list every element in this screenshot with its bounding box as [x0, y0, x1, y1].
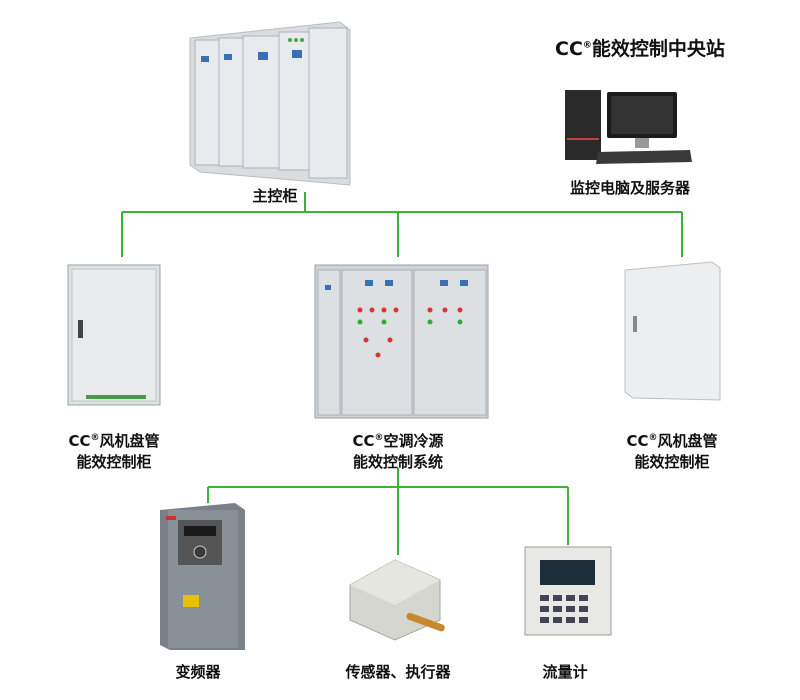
chiller-system-image [314, 264, 489, 419]
fcu-left-label: CC®风机盘管 能效控制柜 [68, 428, 159, 473]
label-line1: 风机盘管 [657, 432, 718, 450]
registered-mark: ® [90, 433, 100, 443]
sensor-image [349, 559, 445, 641]
label-line1: 空调冷源 [383, 432, 444, 450]
label-line2: 能效控制柜 [634, 453, 710, 471]
prefix: CC [68, 432, 91, 450]
title-prefix: CC [555, 38, 583, 60]
label-line2: 能效控制系统 [352, 453, 444, 471]
prefix: CC [626, 432, 649, 450]
main-cabinet-label: 主控柜 [252, 187, 298, 205]
registered-mark: ® [648, 433, 658, 443]
flowmeter-image [524, 546, 612, 636]
monitor-pc-image [565, 90, 692, 164]
fcu-left-cabinet-image [67, 264, 161, 406]
monitor-pc-label: 监控电脑及服务器 [569, 179, 691, 197]
registered-mark: ® [582, 40, 592, 51]
fcu-right-label: CC®风机盘管 能效控制柜 [626, 428, 717, 473]
chiller-label: CC®空调冷源 能效控制系统 [352, 428, 443, 473]
sensor-label: 传感器、执行器 [345, 663, 451, 681]
diagram-title: CC®能效控制中央站 [555, 34, 725, 61]
main-cabinet-image [189, 21, 351, 186]
registered-mark: ® [374, 433, 384, 443]
inverter-label: 变频器 [175, 663, 221, 681]
label-line2: 能效控制柜 [76, 453, 152, 471]
flowmeter-label: 流量计 [542, 663, 588, 681]
inverter-image [160, 503, 245, 650]
title-text: 能效控制中央站 [591, 38, 725, 60]
fcu-right-cabinet-image [624, 261, 721, 401]
connector-lines [121, 192, 683, 555]
connector-chiller-to-tier3 [207, 468, 569, 555]
connector-main-to-tier2 [121, 192, 683, 257]
prefix: CC [352, 432, 375, 450]
label-line1: 风机盘管 [99, 432, 160, 450]
